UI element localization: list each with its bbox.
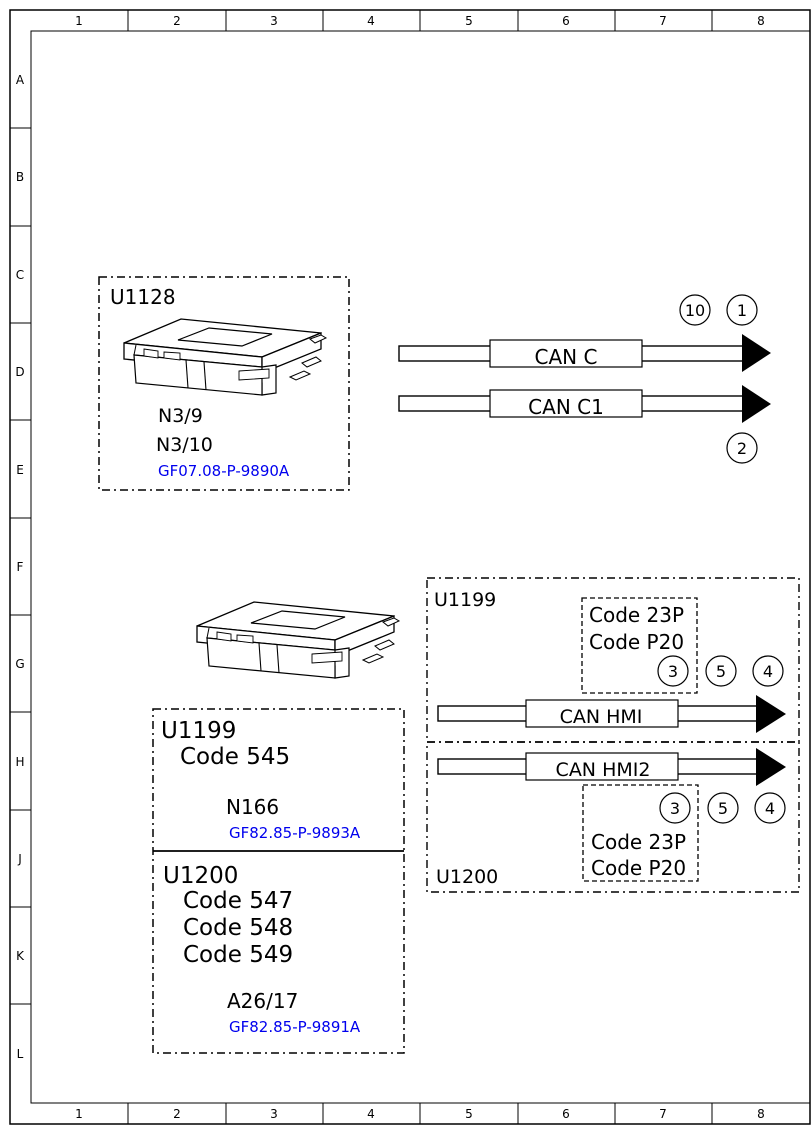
module-u1128: U1128 N3/9 N3/10 GF07.08-P-9890A: [98, 276, 350, 491]
bus-label-box: [525, 699, 679, 728]
component-n3-9: N3/9: [158, 405, 203, 427]
marker-circle: [754, 792, 786, 824]
u1200-label: U1200: [163, 863, 238, 889]
code-548: Code 548: [183, 915, 293, 941]
bus-label-box: [525, 752, 679, 781]
marker-3: 3: [670, 799, 680, 818]
arrow-head: [756, 748, 786, 786]
u1128-label: U1128: [110, 285, 176, 309]
bus-label-can-hmi: CAN HMI: [560, 706, 643, 728]
col-label-bottom: 8: [757, 1107, 765, 1121]
hmi-group: U1199 Code 23P Code P20 3 5 4 CAN HMI CA…: [426, 577, 800, 893]
col-label-top: 6: [562, 14, 570, 28]
u1199-label: U1199: [161, 718, 236, 744]
col-label-bottom: 6: [562, 1107, 570, 1121]
col-label-bottom: 2: [173, 1107, 181, 1121]
code-box: [582, 784, 699, 882]
col-label-top: 5: [465, 14, 473, 28]
code-p20: Code P20: [589, 630, 684, 654]
row-label: A: [16, 73, 25, 87]
reference-link[interactable]: GF82.85-P-9891A: [229, 1018, 361, 1036]
drawing-area: [30, 30, 811, 1104]
col-label-top: 1: [75, 14, 83, 28]
marker-1: 1: [737, 301, 747, 320]
code-23p: Code 23P: [591, 830, 686, 854]
col-label-top: 3: [270, 14, 278, 28]
reference-link[interactable]: GF82.85-P-9893A: [229, 824, 361, 842]
code-547: Code 547: [183, 888, 293, 914]
component-n166: N166: [226, 795, 279, 819]
column-ruler-top: [127, 10, 713, 31]
bus-label-can-hmi2: CAN HMI2: [556, 759, 651, 781]
row-label: J: [17, 852, 22, 866]
u1199-u1200-boundary: [152, 708, 405, 1054]
col-label-top: 2: [173, 14, 181, 28]
code-549: Code 549: [183, 942, 293, 968]
u1200-hmi-boundary: [426, 741, 800, 893]
col-label-top: 7: [659, 14, 667, 28]
marker-circle: [659, 792, 691, 824]
code-box: [581, 597, 698, 694]
row-label: K: [16, 949, 25, 963]
sheet-border: [9, 9, 811, 1125]
row-label: C: [16, 268, 24, 282]
marker-5: 5: [716, 662, 726, 681]
control-unit-icon: [123, 318, 327, 396]
bus-label-can-c: CAN C: [535, 345, 598, 369]
code-545: Code 545: [180, 744, 290, 770]
marker-circle: [726, 294, 758, 326]
module-lower: U1199 Code 545 N166 GF82.85-P-9893A U120…: [152, 601, 405, 1054]
arrow-head: [742, 334, 771, 372]
arrow-head: [756, 695, 786, 733]
column-ruler-bottom: [127, 1103, 713, 1124]
col-label-bottom: 5: [465, 1107, 473, 1121]
code-23p: Code 23P: [589, 603, 684, 627]
component-n3-10: N3/10: [156, 434, 213, 456]
col-label-top: 8: [757, 14, 765, 28]
code-p20: Code P20: [591, 856, 686, 880]
bus-label-box: [489, 389, 643, 418]
marker-5: 5: [718, 799, 728, 818]
col-label-bottom: 1: [75, 1107, 83, 1121]
row-label: H: [15, 755, 24, 769]
marker-circle: [679, 294, 711, 326]
marker-circle: [705, 655, 737, 687]
marker-2: 2: [737, 439, 747, 458]
row-label: G: [15, 657, 24, 671]
marker-circle: [657, 655, 689, 687]
u1128-boundary: [98, 276, 350, 491]
bus-label-box: [489, 339, 643, 368]
row-label: B: [16, 170, 24, 184]
component-a26-17: A26/17: [227, 989, 298, 1013]
can-c-group: CAN C CAN C1 10 1 2: [398, 294, 771, 464]
row-ruler-left: [10, 127, 31, 1005]
arrow-head: [742, 385, 771, 423]
row-label: D: [15, 365, 24, 379]
row-label: E: [16, 463, 24, 477]
row-label: L: [17, 1047, 24, 1061]
marker-4: 4: [765, 799, 775, 818]
col-label-top: 4: [367, 14, 375, 28]
marker-10: 10: [685, 301, 705, 320]
u1200-hmi-label: U1200: [436, 866, 498, 888]
control-unit-icon: [196, 601, 400, 679]
row-label: F: [17, 560, 24, 574]
u1199-hmi-label: U1199: [434, 589, 496, 611]
bus-label-can-c1: CAN C1: [528, 395, 604, 419]
marker-4: 4: [763, 662, 773, 681]
col-label-bottom: 4: [367, 1107, 375, 1121]
reference-link[interactable]: GF07.08-P-9890A: [158, 462, 290, 480]
col-label-bottom: 7: [659, 1107, 667, 1121]
marker-3: 3: [668, 662, 678, 681]
marker-circle: [752, 655, 784, 687]
col-label-bottom: 3: [270, 1107, 278, 1121]
marker-circle: [726, 432, 758, 464]
marker-circle: [707, 792, 739, 824]
